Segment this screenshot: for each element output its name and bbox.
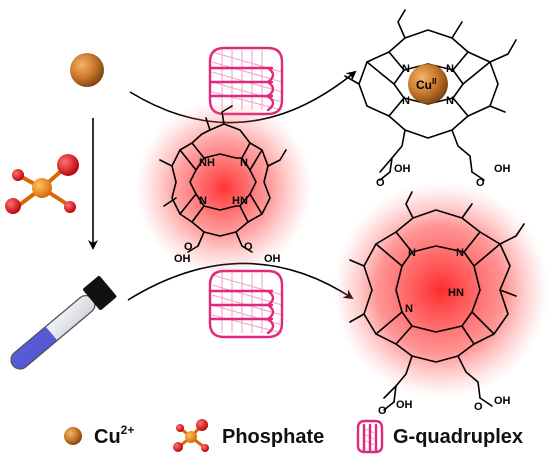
atom-hn-large: HN xyxy=(448,287,464,299)
atom-oh-large-2: OH xyxy=(494,395,511,407)
legend-phosphate-icon xyxy=(173,419,209,452)
legend-phosphate-label: Phosphate xyxy=(222,426,324,448)
atom-oh-large-1: OH xyxy=(396,399,413,411)
legend-gquadruplex-label: G-quadruplex xyxy=(393,426,523,448)
atom-n-mid-upper: N xyxy=(240,157,248,169)
atom-n-large-1: N xyxy=(408,247,416,259)
atom-n-large-3: N xyxy=(405,303,413,315)
copper-center-label: CuII xyxy=(416,77,436,92)
porphyrin-fluorescent: N N N HN NH OH OH O O xyxy=(333,182,549,417)
atom-n-cu-3: N xyxy=(402,95,410,107)
copper-center xyxy=(408,64,448,104)
legend-copper-icon xyxy=(64,427,82,445)
gquadruplex-icon-top xyxy=(208,46,284,116)
atom-oh-cu-2: OH xyxy=(494,163,511,175)
atom-n-cu-1: N xyxy=(402,63,410,75)
copper-ion-sphere xyxy=(70,53,104,87)
atom-n-mid-lower: N xyxy=(199,195,207,207)
atom-oh-cu-1: OH xyxy=(394,163,411,175)
phosphate-molecule xyxy=(5,154,79,214)
test-tube xyxy=(10,276,117,370)
legend-gquadruplex-icon xyxy=(356,419,384,454)
fluorescence-glow-large xyxy=(333,182,549,398)
atom-o-large-1: O xyxy=(378,405,387,417)
atom-n-cu-4: N xyxy=(446,95,454,107)
porphyrin-copper-complex: CuII N N N N OH OH O O xyxy=(344,9,517,189)
atom-o-mid-1: O xyxy=(184,241,193,253)
fluorescence-glow-middle xyxy=(136,100,312,276)
atom-o-cu-1: O xyxy=(376,177,385,189)
atom-o-cu-2: O xyxy=(476,177,485,189)
legend-copper-label: Cu2+ xyxy=(94,423,134,448)
gquadruplex-icon-bottom xyxy=(208,269,284,339)
atom-hn-mid: HN xyxy=(232,195,248,207)
atom-n-cu-2: N xyxy=(446,63,454,75)
atom-oh-mid-1: OH xyxy=(174,253,191,265)
porphyrin-middle: NH N N HN OH OH O O xyxy=(136,100,312,276)
atom-n-large-2: N xyxy=(456,247,464,259)
atom-o-mid-2: O xyxy=(244,241,253,253)
legend: Cu2+ Phosphate G-quadruplex xyxy=(64,419,523,454)
atom-oh-mid-2: OH xyxy=(264,253,281,265)
atom-nh-mid: NH xyxy=(199,157,215,169)
atom-o-large-2: O xyxy=(474,401,483,413)
